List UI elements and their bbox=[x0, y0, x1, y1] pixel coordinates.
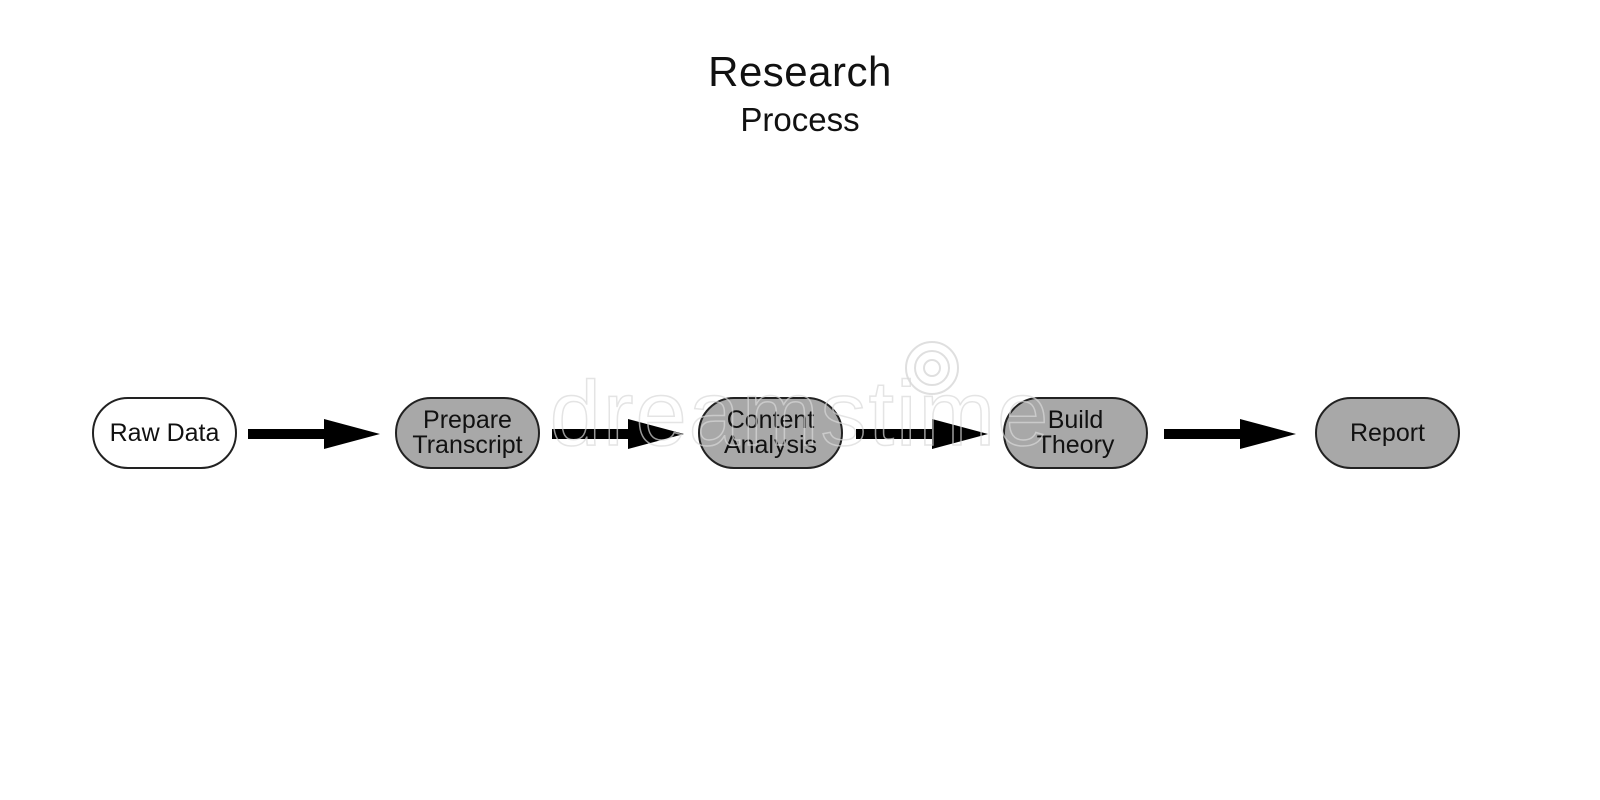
node-label: Raw Data bbox=[109, 418, 220, 447]
node-label: Build Theory bbox=[1036, 406, 1115, 459]
node-build-theory: Build Theory bbox=[1003, 397, 1148, 469]
node-raw-data: Raw Data bbox=[92, 397, 237, 469]
diagram-title: Research bbox=[708, 48, 892, 95]
arrow-icon bbox=[1164, 419, 1296, 449]
arrow-icon bbox=[856, 419, 988, 449]
spiral-logo-icon bbox=[905, 341, 959, 395]
arrow-icon bbox=[552, 419, 684, 449]
arrow-icon bbox=[248, 419, 380, 449]
node-label: Prepare Transcript bbox=[412, 406, 523, 459]
diagram-subtitle: Process bbox=[740, 101, 860, 138]
node-label: Content Analysis bbox=[723, 406, 818, 459]
node-prepare-transcript: Prepare Transcript bbox=[395, 397, 540, 469]
node-content-analysis: Content Analysis bbox=[698, 397, 843, 469]
node-report: Report bbox=[1315, 397, 1460, 469]
node-label: Report bbox=[1349, 418, 1426, 447]
